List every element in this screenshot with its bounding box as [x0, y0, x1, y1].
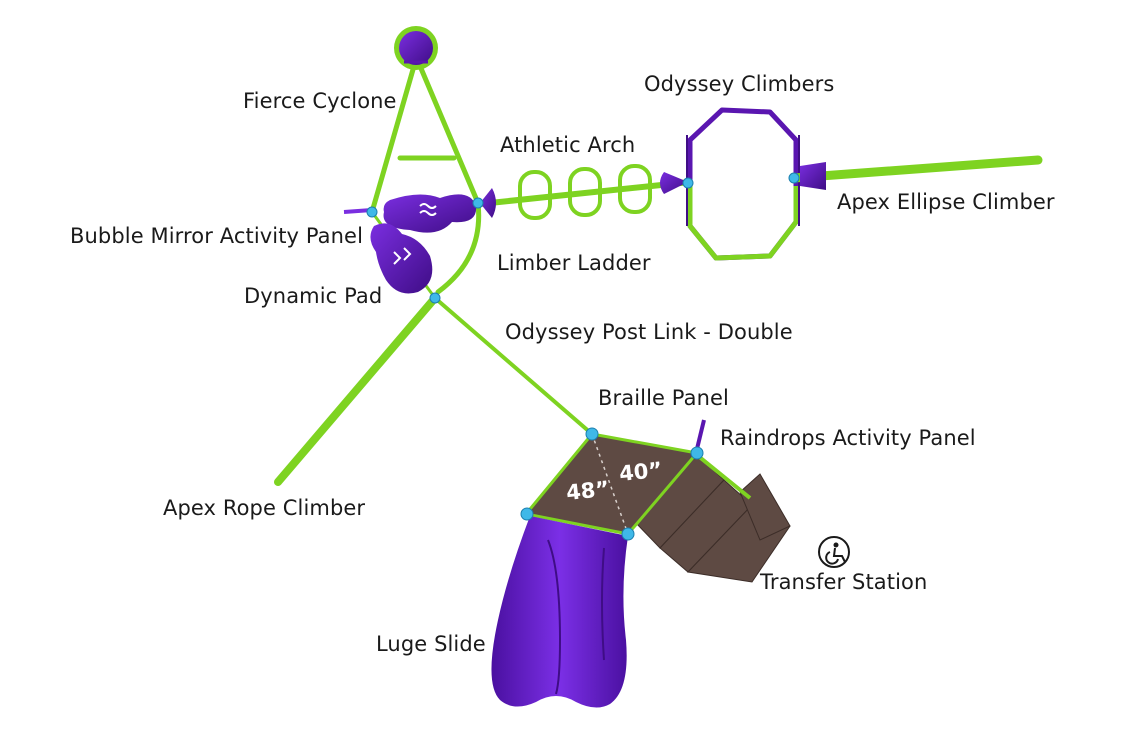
- ellipse-clamp: [800, 162, 826, 190]
- fierce-cyclone-frame: [369, 63, 482, 295]
- ladder-clamp-left: [480, 188, 496, 218]
- athletic-arch-label: Athletic Arch: [500, 133, 636, 157]
- transfer-station-label: Transfer Station: [760, 570, 928, 594]
- odyssey-post-link-label: Odyssey Post Link - Double: [505, 320, 793, 344]
- luge-slide-label: Luge Slide: [376, 632, 486, 656]
- bubble-mirror-panel-label: Bubble Mirror Activity Panel: [70, 224, 364, 248]
- fierce-cyclone-label: Fierce Cyclone: [243, 89, 397, 113]
- braille-panel-label: Braille Panel: [598, 386, 729, 410]
- fierce-cyclone-wheel: [394, 26, 438, 70]
- dynamic-pad-mark: [393, 247, 412, 265]
- limber-ladder-bar: [479, 179, 691, 207]
- raindrops-panel-label: Raindrops Activity Panel: [720, 426, 976, 450]
- odyssey-climbers: [686, 107, 800, 261]
- odyssey-climbers-label: Odyssey Climbers: [644, 72, 835, 96]
- deck-height-48: 48”: [565, 477, 610, 505]
- limber-ladder-label: Limber Ladder: [497, 251, 651, 275]
- accessibility-icon: [818, 536, 850, 568]
- ladder-clamp-right: [660, 172, 688, 194]
- luge-slide: [491, 516, 628, 708]
- dynamic-pad-label: Dynamic Pad: [244, 284, 383, 308]
- athletic-arch: [518, 164, 652, 220]
- transfer-station-steps: [634, 454, 791, 583]
- deck-height-40: 40”: [618, 458, 663, 486]
- apex-rope-climber-pole: [274, 294, 439, 486]
- deck: 48” 40”: [523, 432, 700, 536]
- post-link-line: [433, 296, 594, 436]
- connector-balls: [366, 172, 800, 541]
- transfer-rail: [695, 453, 752, 500]
- wave-icon: [419, 203, 437, 216]
- apex-ellipse-climber-pole: [789, 155, 1043, 183]
- apex-rope-climber-label: Apex Rope Climber: [163, 496, 366, 520]
- apex-ellipse-climber-label: Apex Ellipse Climber: [837, 190, 1055, 214]
- dynamic-pad: [370, 223, 433, 294]
